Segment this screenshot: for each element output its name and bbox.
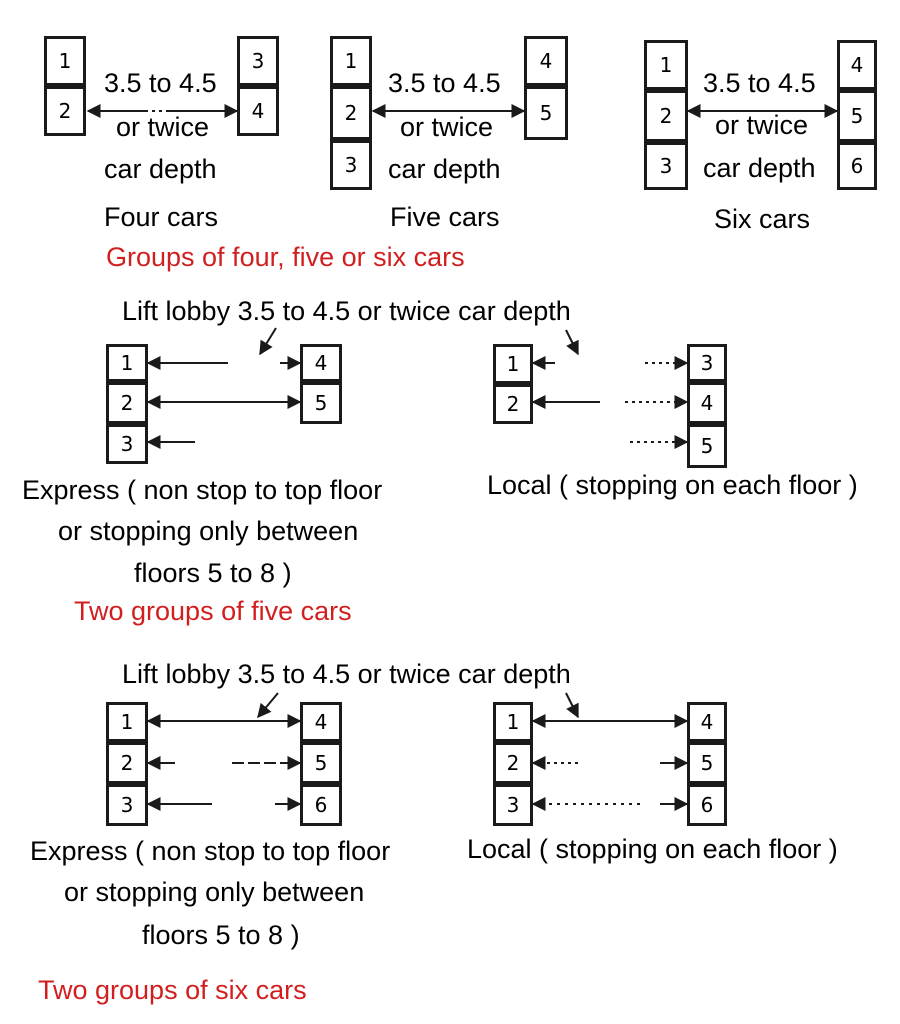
car-box: 2 bbox=[493, 384, 533, 424]
dimension-label: or twice bbox=[715, 110, 809, 140]
section-heading: Two groups of six cars bbox=[38, 975, 307, 1005]
dimension-label: car depth bbox=[703, 153, 816, 183]
car-box: 5 bbox=[687, 742, 727, 784]
group-caption: Six cars bbox=[714, 204, 811, 234]
car-box: 3 bbox=[644, 142, 688, 190]
local-caption: Local ( stopping on each floor ) bbox=[467, 834, 838, 864]
car-box: 3 bbox=[687, 344, 727, 382]
car-box: 2 bbox=[330, 86, 372, 140]
car-box: 3 bbox=[330, 140, 372, 190]
car-box: 4 bbox=[524, 36, 568, 86]
car-box: 3 bbox=[106, 784, 148, 826]
section-heading: Groups of four, five or six cars bbox=[106, 242, 465, 272]
car-box: 5 bbox=[300, 742, 342, 784]
car-box: 2 bbox=[106, 742, 148, 784]
car-box: 2 bbox=[644, 90, 688, 142]
car-box: 1 bbox=[644, 40, 688, 90]
dimension-label: car depth bbox=[104, 154, 217, 184]
car-box: 1 bbox=[330, 36, 372, 86]
dimension-label: or twice bbox=[116, 112, 210, 142]
car-box: 4 bbox=[300, 702, 342, 742]
car-box: 4 bbox=[237, 86, 279, 136]
lobby-label: Lift lobby 3.5 to 4.5 or twice car depth bbox=[122, 659, 571, 689]
car-box: 3 bbox=[493, 784, 533, 826]
dimension-label: or twice bbox=[400, 112, 494, 142]
car-box: 2 bbox=[106, 382, 148, 424]
car-box: 1 bbox=[106, 344, 148, 382]
car-box: 3 bbox=[237, 36, 279, 86]
local-caption: Local ( stopping on each floor ) bbox=[487, 470, 858, 500]
pointer-arrow bbox=[565, 692, 579, 719]
car-box: 5 bbox=[687, 424, 727, 468]
car-box: 2 bbox=[493, 742, 533, 784]
group-caption: Four cars bbox=[104, 202, 219, 232]
express-caption: Express ( non stop to top floor bbox=[22, 475, 383, 505]
car-box: 5 bbox=[300, 382, 342, 424]
dimension-label: 3.5 to 4.5 bbox=[703, 68, 816, 98]
car-box: 5 bbox=[524, 86, 568, 140]
car-box: 1 bbox=[106, 702, 148, 742]
express-caption: or stopping only between bbox=[64, 877, 365, 907]
car-box: 4 bbox=[687, 702, 727, 742]
car-box: 4 bbox=[300, 344, 342, 382]
dimension-label: 3.5 to 4.5 bbox=[388, 68, 501, 98]
pointer-arrow bbox=[565, 329, 579, 356]
car-box: 6 bbox=[687, 784, 727, 826]
lobby-label: Lift lobby 3.5 to 4.5 or twice car depth bbox=[122, 296, 571, 326]
pointer-arrow bbox=[257, 692, 279, 719]
car-box: 6 bbox=[300, 784, 342, 826]
car-box: 2 bbox=[44, 86, 86, 136]
car-box: 1 bbox=[493, 702, 533, 742]
pointer-arrow bbox=[259, 327, 277, 356]
car-box: 5 bbox=[837, 90, 877, 142]
section-heading: Two groups of five cars bbox=[74, 596, 352, 626]
dimension-label: car depth bbox=[388, 154, 501, 184]
express-caption: Express ( non stop to top floor bbox=[30, 836, 391, 866]
car-box: 1 bbox=[44, 36, 86, 86]
express-caption: floors 5 to 8 ) bbox=[142, 920, 300, 950]
express-caption: or stopping only between bbox=[58, 516, 359, 546]
car-box: 4 bbox=[687, 382, 727, 424]
car-box: 4 bbox=[837, 40, 877, 90]
group-caption: Five cars bbox=[390, 202, 500, 232]
car-box: 6 bbox=[837, 142, 877, 190]
car-box: 1 bbox=[493, 344, 533, 384]
car-box: 3 bbox=[106, 424, 148, 464]
dimension-label: 3.5 to 4.5 bbox=[104, 68, 217, 98]
express-caption: floors 5 to 8 ) bbox=[134, 558, 292, 588]
